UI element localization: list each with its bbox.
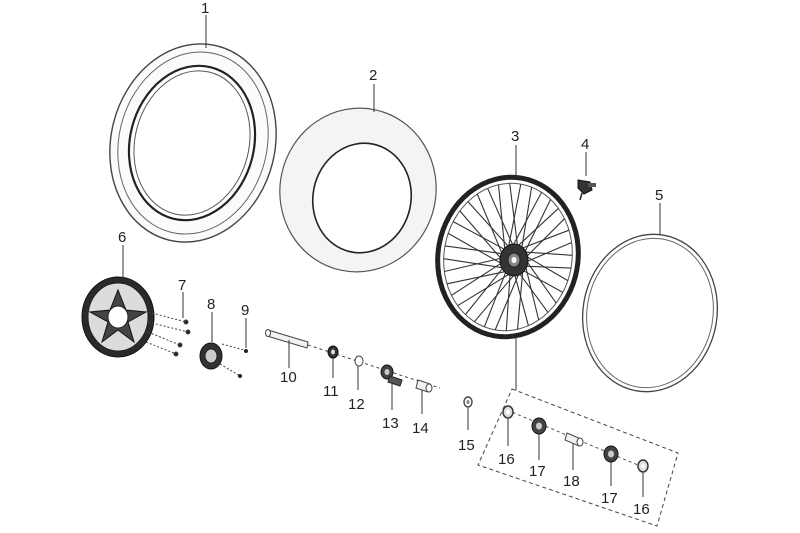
spoked-wheel bbox=[435, 174, 581, 340]
collar-15-callout: 15 bbox=[458, 437, 475, 454]
spoke bbox=[520, 229, 570, 250]
spacer-callout: 13 bbox=[382, 415, 399, 432]
spoke bbox=[524, 265, 572, 269]
spoke bbox=[524, 264, 540, 321]
spoke bbox=[521, 269, 564, 293]
rim-band-callout: 5 bbox=[655, 187, 663, 204]
spoke bbox=[451, 262, 503, 296]
seal-right bbox=[637, 459, 649, 473]
spoke bbox=[487, 188, 515, 248]
spoke bbox=[523, 199, 552, 254]
bearing-right bbox=[603, 445, 619, 463]
disc-bolt-callout: 7 bbox=[178, 277, 186, 294]
speedometer-drive-callout: 8 bbox=[207, 296, 215, 313]
tire bbox=[109, 43, 277, 243]
spoke bbox=[457, 272, 512, 307]
brake-disc bbox=[81, 276, 155, 358]
speedometer-drive bbox=[199, 342, 242, 378]
bearing-right-callout: 17 bbox=[601, 490, 618, 507]
rim-band bbox=[581, 233, 719, 393]
spoke bbox=[525, 241, 572, 263]
wheel-callout: 3 bbox=[511, 128, 519, 145]
nut bbox=[327, 345, 339, 359]
spoke bbox=[516, 207, 559, 248]
spacer-assembly bbox=[380, 364, 403, 387]
spoke bbox=[467, 201, 511, 249]
nut-callout: 11 bbox=[323, 383, 339, 400]
brake-disc-callout: 6 bbox=[118, 229, 126, 246]
seal-right-callout: 16 bbox=[633, 501, 650, 518]
valve-callout: 4 bbox=[581, 136, 589, 153]
wheel-spokes bbox=[443, 183, 573, 331]
distance-collar bbox=[564, 432, 584, 447]
spoke bbox=[523, 251, 573, 256]
bearing-group-frame bbox=[477, 388, 679, 527]
spoke bbox=[446, 270, 508, 285]
spoke bbox=[494, 271, 521, 331]
spoke bbox=[517, 271, 549, 313]
spoke bbox=[444, 257, 503, 273]
spoke bbox=[443, 258, 505, 269]
disc-bolts bbox=[145, 311, 191, 357]
spoke bbox=[444, 245, 504, 255]
screw-callout: 9 bbox=[241, 302, 249, 319]
seal-left-callout: 16 bbox=[498, 451, 515, 468]
spoke bbox=[473, 272, 517, 323]
axle-callout: 10 bbox=[280, 369, 297, 386]
spoke bbox=[516, 268, 524, 330]
seal-left bbox=[502, 405, 514, 419]
spoke bbox=[525, 255, 569, 282]
spoke bbox=[483, 269, 508, 328]
washer-callout: 12 bbox=[348, 396, 365, 413]
spoke bbox=[509, 183, 519, 248]
bearing-left bbox=[531, 417, 547, 435]
spoke bbox=[505, 272, 511, 331]
spoke bbox=[511, 192, 543, 248]
spoke bbox=[452, 221, 507, 251]
inner-tube bbox=[279, 107, 437, 273]
screw bbox=[221, 343, 248, 353]
spoke bbox=[464, 266, 505, 315]
spoke bbox=[525, 218, 565, 258]
inner-tube-callout: 2 bbox=[369, 67, 377, 84]
washer bbox=[354, 355, 364, 367]
spoke bbox=[476, 193, 504, 256]
collar-14-callout: 14 bbox=[412, 420, 429, 437]
spoke bbox=[520, 187, 533, 250]
bearing-left-callout: 17 bbox=[529, 463, 546, 480]
spoke bbox=[459, 210, 503, 261]
spoke bbox=[497, 184, 506, 252]
spoke bbox=[525, 259, 557, 304]
collar-14 bbox=[415, 379, 433, 393]
spoke bbox=[447, 232, 503, 265]
valve bbox=[577, 179, 596, 201]
spoke bbox=[513, 272, 529, 326]
spoke bbox=[507, 183, 522, 249]
tire-callout: 1 bbox=[201, 0, 209, 17]
distance-collar-callout: 18 bbox=[563, 473, 580, 490]
collar-15 bbox=[463, 396, 473, 408]
